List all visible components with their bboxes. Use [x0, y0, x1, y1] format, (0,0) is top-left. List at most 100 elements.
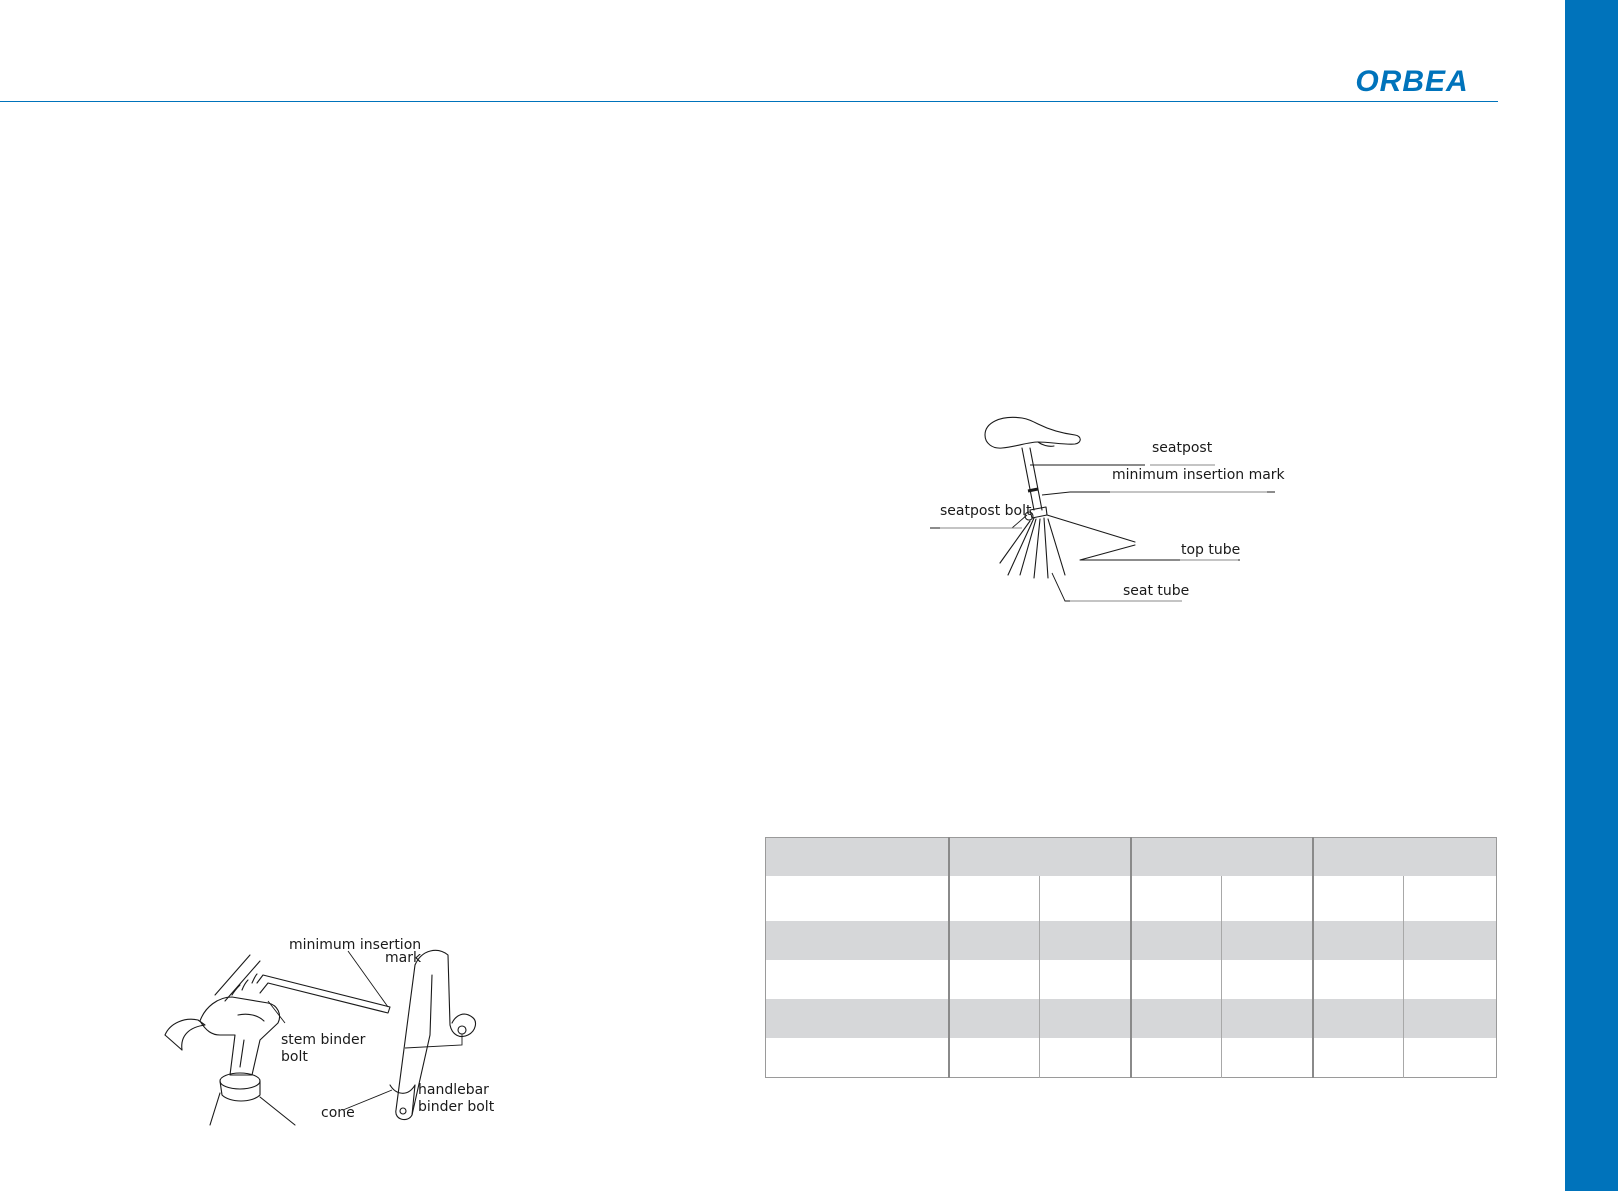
seat-tube-left [1033, 518, 1041, 579]
table-row [765, 999, 1497, 1038]
stem-inner [237, 1013, 265, 1022]
saddle-detail [1037, 441, 1055, 447]
table-cell [1403, 876, 1497, 921]
table-cell [1221, 876, 1313, 921]
stem-body [199, 996, 281, 1076]
table-cell [947, 921, 1040, 960]
handlebar-bolt-leader [404, 1034, 463, 1049]
label-handlebar-bolt-2: binder bolt [418, 1099, 495, 1115]
table-cell [1221, 921, 1313, 960]
table-cell [1221, 1038, 1313, 1078]
quill-outer [414, 949, 477, 1038]
label-min-insertion-1: minimum insertion [289, 937, 421, 953]
seatpost-figure: seatpost minimum insertion mark seatpost… [930, 415, 1286, 615]
spec-table [765, 837, 1497, 1078]
table-cell [1129, 876, 1222, 921]
seat-tube-right [1043, 517, 1049, 579]
stay-4 [1047, 518, 1066, 576]
table-cell [947, 876, 1040, 921]
fork-right [259, 1096, 296, 1126]
table-cell [1129, 999, 1222, 1038]
allen-key [256, 974, 391, 1014]
quill-cone [389, 1084, 416, 1116]
label-handlebar-bolt-1: handlebar [418, 1082, 489, 1098]
table-cell [1311, 960, 1404, 999]
header-rule [0, 101, 1498, 102]
insertion-mark [1027, 487, 1039, 493]
logo-wordmark: ORBEA [1355, 65, 1468, 97]
handlebar-grip [164, 1034, 183, 1051]
table-cell [1311, 1038, 1404, 1078]
label-min-insertion-2: mark [385, 950, 422, 966]
quill-bolt [399, 1107, 407, 1115]
table-cell [1129, 1038, 1222, 1078]
stem-bolt-leader [267, 1000, 286, 1024]
top-tube-lower [1079, 544, 1136, 561]
table-header-cell [1311, 837, 1497, 876]
table-cell [1221, 999, 1313, 1038]
stem-figure: minimum insertion mark stem binder bolt … [160, 935, 500, 1126]
insertion-leader [347, 950, 389, 1008]
table-cell [766, 1038, 949, 1078]
cone-leader [342, 1089, 393, 1111]
table-cell [1403, 999, 1497, 1038]
stem-upper-line-2 [224, 960, 261, 1002]
table-cell [947, 1038, 1040, 1078]
table-row [766, 876, 1497, 921]
table-cell [1311, 999, 1404, 1038]
top-tube-upper [1046, 514, 1136, 543]
side-band [1565, 0, 1618, 1191]
fork-left [209, 1092, 221, 1126]
cone-body [219, 1080, 261, 1102]
table-cell [766, 876, 949, 921]
stem-ridge-2 [241, 979, 249, 991]
table-header-row [765, 837, 1497, 876]
table-cell [1311, 876, 1404, 921]
table-cell [1039, 921, 1131, 960]
stem-upper-line-1 [214, 954, 251, 996]
table-cell [1039, 876, 1131, 921]
label-stem-bolt-2: bolt [281, 1049, 308, 1065]
table-row [765, 921, 1497, 960]
seatpost-bolt-head [1024, 511, 1034, 521]
table-cell [1403, 960, 1497, 999]
label-seat-tube: seat tube [1123, 583, 1189, 599]
table-cell [1039, 999, 1131, 1038]
table-cell [765, 921, 949, 960]
table-cell [947, 960, 1040, 999]
table-cell [1129, 960, 1222, 999]
table-cell [1403, 1038, 1497, 1078]
label-seatpost: seatpost [1152, 440, 1213, 456]
label-seatpost-bolt: seatpost bolt [940, 503, 1032, 519]
label-cone: cone [321, 1105, 355, 1121]
handlebar-bolt-head [457, 1025, 467, 1035]
table-header-cell [947, 837, 1131, 876]
table-cell [1403, 921, 1497, 960]
label-top-tube: top tube [1181, 542, 1240, 558]
table-row [766, 1038, 1497, 1078]
saddle-shape [984, 416, 1081, 449]
table-cell [765, 999, 949, 1038]
table-cell [1039, 1038, 1131, 1078]
stem-ridge-3 [251, 973, 258, 984]
stay-3 [999, 520, 1031, 564]
stay-2 [1019, 518, 1037, 576]
seatpost-line-left [1021, 447, 1035, 511]
label-stem-bolt-1: stem binder [281, 1032, 366, 1048]
orbea-logo: ORBEA [1325, 63, 1500, 97]
table-header-cell [765, 837, 949, 876]
stem-ridge-1 [231, 984, 241, 996]
table-cell [1039, 960, 1131, 999]
table-header-cell [1129, 837, 1313, 876]
table-cell [1221, 960, 1313, 999]
table-cell [766, 960, 949, 999]
handlebar-left [164, 1018, 206, 1051]
table-row [766, 960, 1497, 999]
stay-1 [1007, 517, 1035, 576]
label-min-insertion: minimum insertion mark [1112, 467, 1286, 483]
table-cell [1129, 921, 1222, 960]
stem-slot [239, 1039, 245, 1068]
table-cell [1311, 921, 1404, 960]
insertion-leader [1041, 491, 1275, 496]
seatpost-line-right [1029, 447, 1043, 511]
